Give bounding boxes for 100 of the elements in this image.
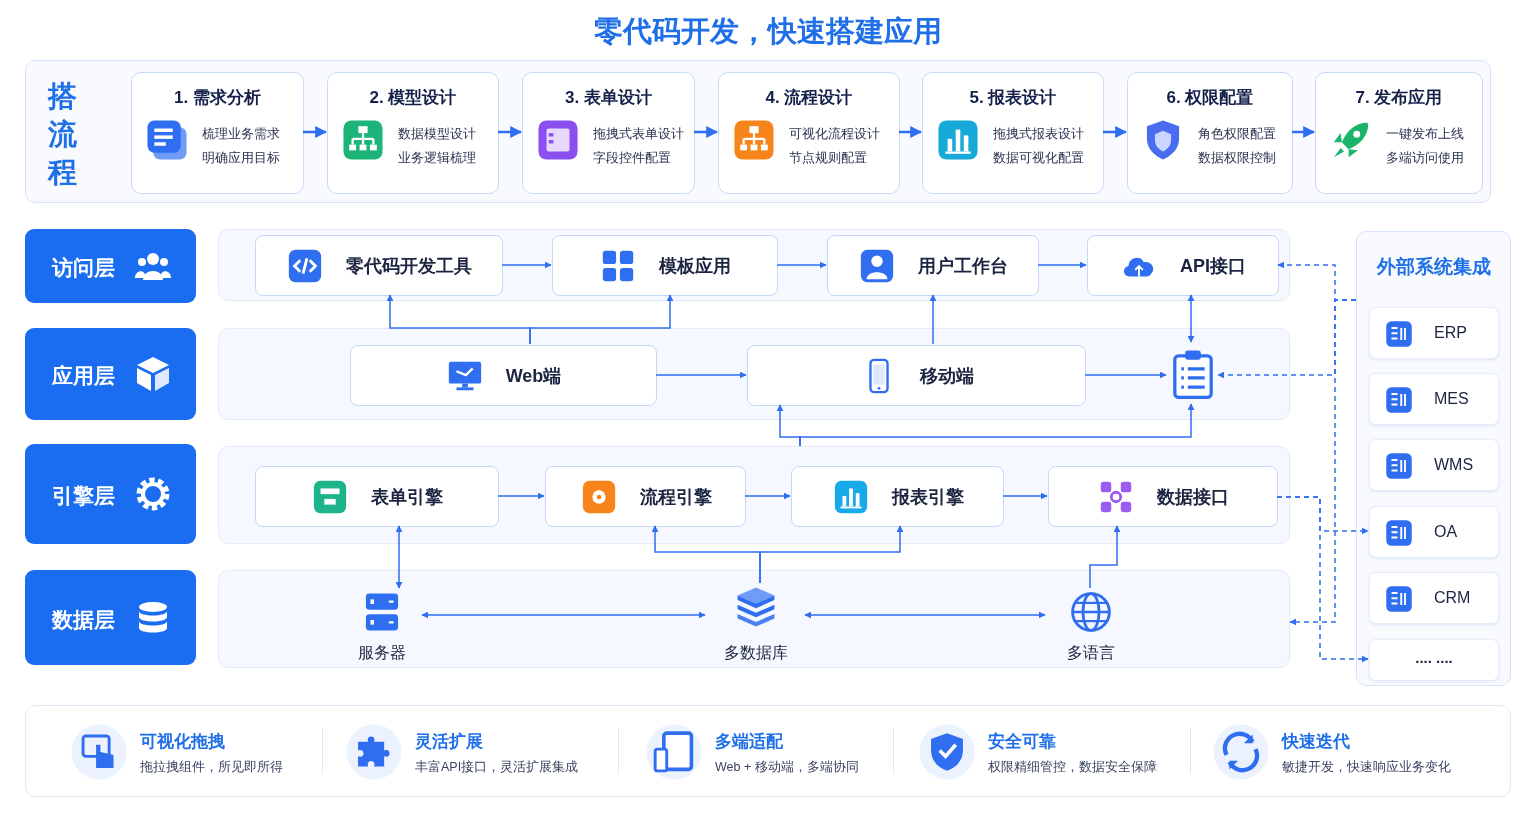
step-card [1315,72,1483,194]
step-card [327,72,499,194]
step-description: 梳理业务需求明确应用目标 [202,125,281,167]
layer-label-box [25,444,196,544]
process-panel [25,60,1491,203]
arrow [421,611,706,619]
step-title: 1. 需求分析 [173,87,262,109]
step-card [131,72,304,194]
module-box [827,235,1039,296]
arrow [1089,525,1121,589]
module-label: 零代码开发工具 [346,254,472,278]
arrow [799,403,1195,447]
step-description: 一键发布上线多端访问使用 [1386,125,1465,167]
arrow [529,294,674,345]
module-label: Web端 [505,364,562,388]
module-label: API接口 [1180,254,1246,278]
section-title: 搭流程 [48,79,78,190]
system-label: MES [1434,390,1469,408]
system-label: OA [1434,523,1458,541]
layer-panel [218,229,1290,301]
module-box [1048,466,1278,527]
module-label: 表单引擎 [371,485,443,509]
arrow [655,371,747,379]
step-title: 2. 模型设计 [368,87,458,109]
layer-panel [218,328,1290,420]
feature-description: 丰富API接口，灵活扩展集成 [415,759,579,776]
module-label: 数据接口 [1157,485,1229,509]
step-card [718,72,900,194]
feature-description: Web + 移动端，多端协同 [715,759,859,776]
arrow [744,492,791,500]
step-title: 4. 流程设计 [764,87,854,109]
arrow [694,126,719,138]
feature-title: 快速迭代 [1282,731,1350,753]
module-box [350,345,657,406]
step-title: 3. 表单设计 [564,87,653,109]
arrow [497,492,545,500]
panel-title: 外部系统集成 [1375,255,1492,279]
arrow [498,126,523,138]
feature-description: 权限精细管控，数据安全保障 [988,759,1157,776]
arrow [759,525,904,584]
arrow [899,126,923,138]
layer-panel [218,446,1290,544]
layer-label-box [25,328,196,420]
module-label: 模板应用 [659,254,731,278]
feature-description: 拖拉拽组件，所见即所得 [140,759,283,776]
system-card [1369,373,1499,425]
module-box [255,466,499,527]
system-label: ERP [1434,324,1467,342]
step-description: 数据模型设计业务逻辑梳理 [398,125,477,167]
module-box [791,466,1004,527]
step-card [522,72,695,194]
item-label: 服务器 [357,643,407,663]
dashed-arrow [1289,299,1357,626]
feature-title: 安全可靠 [988,731,1056,753]
module-box [545,466,746,527]
system-label: WMS [1434,456,1474,474]
layer-name: 应用层 [52,363,115,389]
system-card [1369,439,1499,491]
item-label: 多语言 [1066,643,1116,663]
arrow [1002,492,1048,500]
module-label: 报表引擎 [891,485,964,509]
arrow [804,611,1046,619]
system-card [1369,572,1499,624]
system-card [1369,506,1499,558]
arrow [1084,371,1167,379]
layer-label-box [25,570,196,665]
integration-panel [1356,231,1511,686]
system-card [1369,639,1499,681]
arrow [303,126,328,138]
layer-panel [218,570,1290,668]
step-description: 角色权限配置数据权限控制 [1198,125,1277,167]
arrow [929,294,937,345]
system-label: .... .... [1414,649,1454,666]
arrow [395,525,403,589]
arrow [501,261,552,269]
feature-description: 敏捷开发，快速响应业务变化 [1282,759,1451,776]
step-title: 5. 报表设计 [968,87,1058,109]
step-description: 拖拽式报表设计数据可视化配置 [993,125,1085,167]
system-label: CRM [1434,589,1471,607]
step-card [1127,72,1293,194]
arrow [1187,294,1195,343]
module-label: 用户工作台 [918,254,1008,278]
arrow [776,261,827,269]
dashed-arrow [1276,496,1369,663]
arrow [1103,126,1128,138]
feature-title: 灵活扩展 [415,731,483,753]
arrow [1037,261,1087,269]
system-card [1369,307,1499,359]
step-description: 拖拽式表单设计字段控件配置 [593,125,685,167]
module-label: 流程引擎 [639,485,712,509]
item-label: 多数据库 [723,643,789,663]
step-title: 7. 发布应用 [1354,87,1444,109]
module-box [552,235,778,296]
layer-label-box [25,229,196,303]
layer-name: 访问层 [52,255,115,281]
step-card [922,72,1104,194]
module-label: 移动端 [919,364,974,388]
step-title: 6. 权限配置 [1165,87,1255,109]
feature-title: 多端适配 [715,731,783,753]
feature-title: 可视化拖拽 [140,731,225,753]
